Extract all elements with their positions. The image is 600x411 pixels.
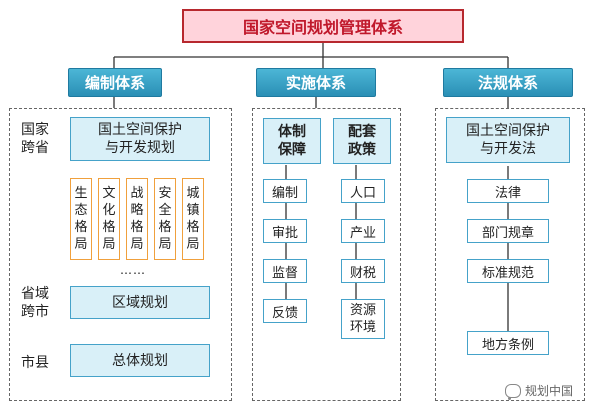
level-label-city: 市县 <box>21 355 49 371</box>
special-plan-strategy: 战 略 格 局 <box>126 178 148 260</box>
system-header-implement: 实施体系 <box>256 68 376 97</box>
diagram-title: 国家空间规划管理体系 <box>182 9 464 43</box>
wechat-icon <box>505 383 521 400</box>
group-compile <box>9 108 232 401</box>
item-local-regulations: 地方条例 <box>467 331 549 355</box>
regional-plan-box: 区域规划 <box>70 286 210 319</box>
item-population: 人口 <box>341 179 385 203</box>
level-label-national: 国家 跨省 <box>21 122 49 156</box>
group-regulation <box>435 108 585 401</box>
item-industry: 产业 <box>341 219 385 243</box>
item-fiscal-tax: 财税 <box>341 259 385 283</box>
item-feedback: 反馈 <box>263 299 307 323</box>
protection-development-law-box: 国土空间保护 与开发法 <box>446 117 570 163</box>
level-label-province: 省域 跨市 <box>21 286 49 320</box>
item-law: 法律 <box>467 179 549 203</box>
watermark: 规划中国 <box>505 382 574 400</box>
item-approve: 审批 <box>263 219 307 243</box>
system-header-compile: 编制体系 <box>68 68 162 97</box>
special-plan-security: 安 全 格 局 <box>154 178 176 260</box>
more-plans-ellipsis: …… <box>120 263 146 277</box>
supporting-policy-box: 配套 政策 <box>333 118 391 164</box>
watermark-text: 规划中国 <box>525 384 574 398</box>
system-header-regulation: 法规体系 <box>443 68 573 97</box>
special-plan-culture: 文 化 格 局 <box>98 178 120 260</box>
item-standards: 标准规范 <box>467 259 549 283</box>
national-plan-box: 国土空间保护 与开发规划 <box>70 117 210 161</box>
master-plan-box: 总体规划 <box>70 344 210 377</box>
item-department-rules: 部门规章 <box>467 219 549 243</box>
item-compile: 编制 <box>263 179 307 203</box>
institution-guarantee-box: 体制 保障 <box>263 118 321 164</box>
special-plan-ecology: 生 态 格 局 <box>70 178 92 260</box>
item-supervise: 监督 <box>263 259 307 283</box>
item-resource-environment: 资源 环境 <box>341 299 385 339</box>
group-implement <box>252 108 401 401</box>
special-plan-urban: 城 镇 格 局 <box>182 178 204 260</box>
